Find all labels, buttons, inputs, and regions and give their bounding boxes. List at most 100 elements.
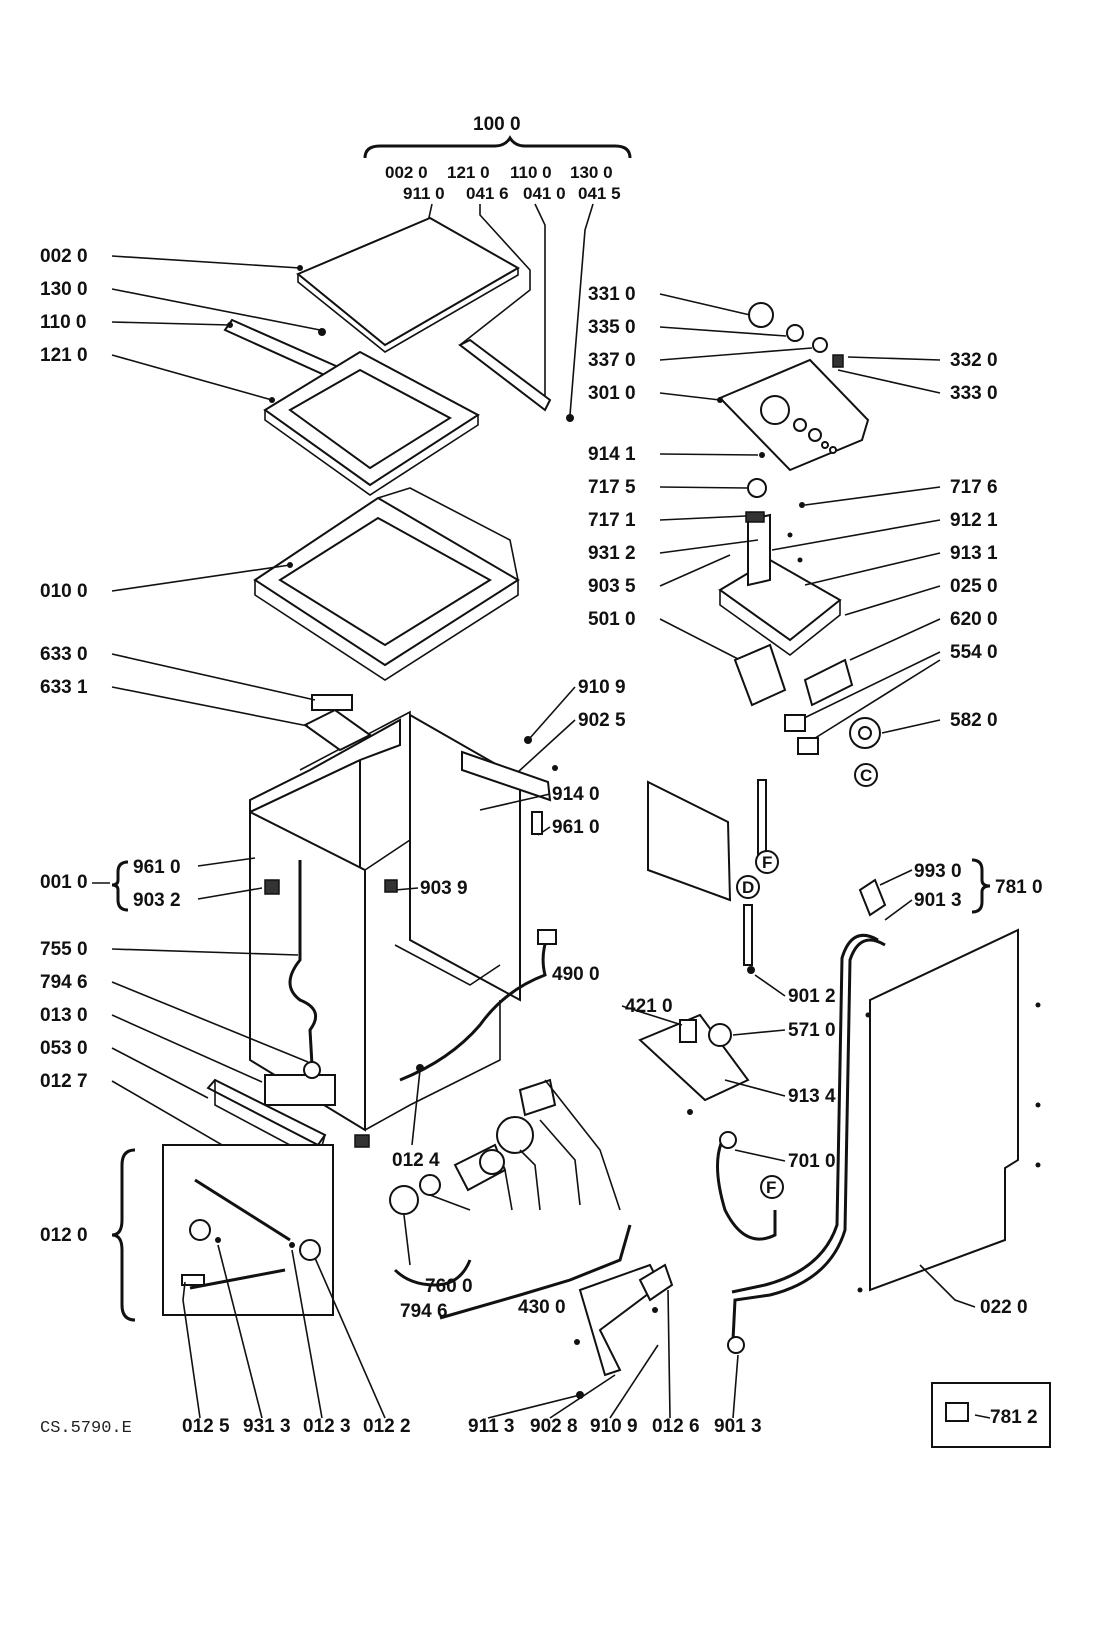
- label-421: 421 0: [625, 996, 673, 1017]
- label-130: 130 0: [40, 279, 88, 300]
- label-332: 332 0: [950, 350, 998, 371]
- cabinet-back-panel: [409, 713, 521, 1002]
- marker-d-label: D: [742, 878, 754, 897]
- pump-ring: [479, 1149, 505, 1175]
- knob-335: [786, 324, 804, 342]
- label-717-6: 717 6: [950, 477, 998, 498]
- foot-0130: [354, 1134, 370, 1148]
- leader-110: [111, 321, 231, 326]
- lid-hinge-rail: [458, 338, 552, 412]
- drawing-code: CS.5790.E: [40, 1419, 132, 1438]
- switch-554-a: [784, 714, 806, 732]
- label-012-7: 012 7: [40, 1071, 88, 1092]
- label-554: 554 0: [950, 642, 998, 663]
- leader-002: [111, 255, 301, 269]
- label-901-3-b: 901 3: [714, 1416, 762, 1437]
- label-961-0-a: 961 0: [133, 857, 181, 878]
- bracket-6331: [303, 708, 372, 752]
- leader-012-4: [411, 1069, 421, 1146]
- terminal-block-620: [803, 658, 854, 707]
- knob-331: [748, 302, 774, 328]
- label-912-1: 912 1: [950, 510, 998, 531]
- label-931-3: 931 3: [243, 1416, 291, 1437]
- label-012-0: 012 0: [40, 1225, 88, 1246]
- label-012-5: 012 5: [182, 1416, 230, 1437]
- marker-c-label: C: [860, 766, 872, 785]
- label-430: 430 0: [518, 1297, 566, 1318]
- marker-d: [736, 875, 760, 899]
- label-781-0: 781 0: [995, 877, 1043, 898]
- label-701: 701 0: [788, 1151, 836, 1172]
- leader-010: [111, 564, 291, 592]
- fascia-dial-hole: [760, 395, 790, 425]
- brace-781: [971, 858, 991, 914]
- kit-item-911: 911 0: [403, 184, 445, 203]
- kit-item-002: 002 0: [385, 163, 428, 182]
- label-025: 025 0: [950, 576, 998, 597]
- label-911-3: 911 3: [468, 1416, 515, 1437]
- back-bracket: [461, 750, 552, 802]
- brace-430: [439, 1224, 632, 1320]
- brace-001: [111, 860, 129, 912]
- label-961-0-b: 961 0: [552, 817, 600, 838]
- brace-012: [111, 1148, 136, 1322]
- leader-633-0: [111, 653, 316, 701]
- selector-501: [733, 643, 787, 707]
- kit-item-0415: 041 5: [578, 184, 621, 203]
- lock-lever: [189, 1268, 286, 1290]
- kit-item-121: 121 0: [447, 163, 490, 182]
- button-332: [832, 354, 844, 368]
- lock-wheel: [189, 1219, 211, 1241]
- clip-9610: [531, 811, 543, 835]
- leader-013: [111, 1014, 263, 1083]
- label-717-5: 717 5: [588, 477, 636, 498]
- programmer-bracket: [747, 513, 771, 587]
- cabinet-front-panel: [249, 718, 401, 814]
- label-012-2: 012 2: [363, 1416, 411, 1437]
- inlet-hose-outer: [731, 934, 879, 1294]
- programmer-board: [718, 558, 842, 642]
- clip-9032: [264, 879, 280, 895]
- lock-disc: [299, 1239, 321, 1261]
- door-lock-kit-box: [162, 1144, 334, 1316]
- drain-hose-701: [716, 1134, 777, 1241]
- pump-motor: [518, 1078, 557, 1117]
- connector-7812: [945, 1402, 969, 1422]
- inlet-hose: [731, 938, 886, 1341]
- valve-421: [679, 1019, 697, 1043]
- hose-clamp-7946: [303, 1061, 321, 1079]
- label-620: 620 0: [950, 609, 998, 630]
- label-333: 333 0: [950, 383, 998, 404]
- label-902-5: 902 5: [578, 710, 626, 731]
- kit-item-0416: 041 6: [466, 184, 509, 203]
- label-902-8: 902 8: [530, 1416, 578, 1437]
- label-301: 301 0: [588, 383, 636, 404]
- label-010: 010 0: [40, 581, 88, 602]
- label-501: 501 0: [588, 609, 636, 630]
- label-914-1: 914 1: [588, 444, 636, 465]
- clip-7175: [747, 478, 767, 498]
- marker-c: [854, 763, 878, 787]
- rear-panel-small: [647, 780, 732, 902]
- label-781-2: 781 2: [990, 1407, 1038, 1428]
- label-717-1: 717 1: [588, 510, 636, 531]
- label-053: 053 0: [40, 1038, 88, 1059]
- rod-f: [757, 779, 767, 856]
- label-901-3-a: 901 3: [914, 890, 962, 911]
- brace-760: [393, 1259, 472, 1287]
- label-903-9: 903 9: [420, 878, 468, 899]
- label-914-0: 914 0: [552, 784, 600, 805]
- drain-hose: [288, 860, 318, 1066]
- marker-f-bottom: [760, 1175, 784, 1199]
- label-931-2: 931 2: [588, 543, 636, 564]
- clip-7171: [745, 511, 765, 523]
- label-903-5: 903 5: [588, 576, 636, 597]
- leader-755: [111, 948, 299, 956]
- label-794-6-a: 794 6: [40, 972, 88, 993]
- hose-elbow-993: [858, 878, 887, 917]
- pump-body: [496, 1116, 534, 1154]
- leader-kit-0410: [534, 203, 546, 400]
- clip-9039: [384, 879, 398, 893]
- switch-554-b: [797, 737, 819, 755]
